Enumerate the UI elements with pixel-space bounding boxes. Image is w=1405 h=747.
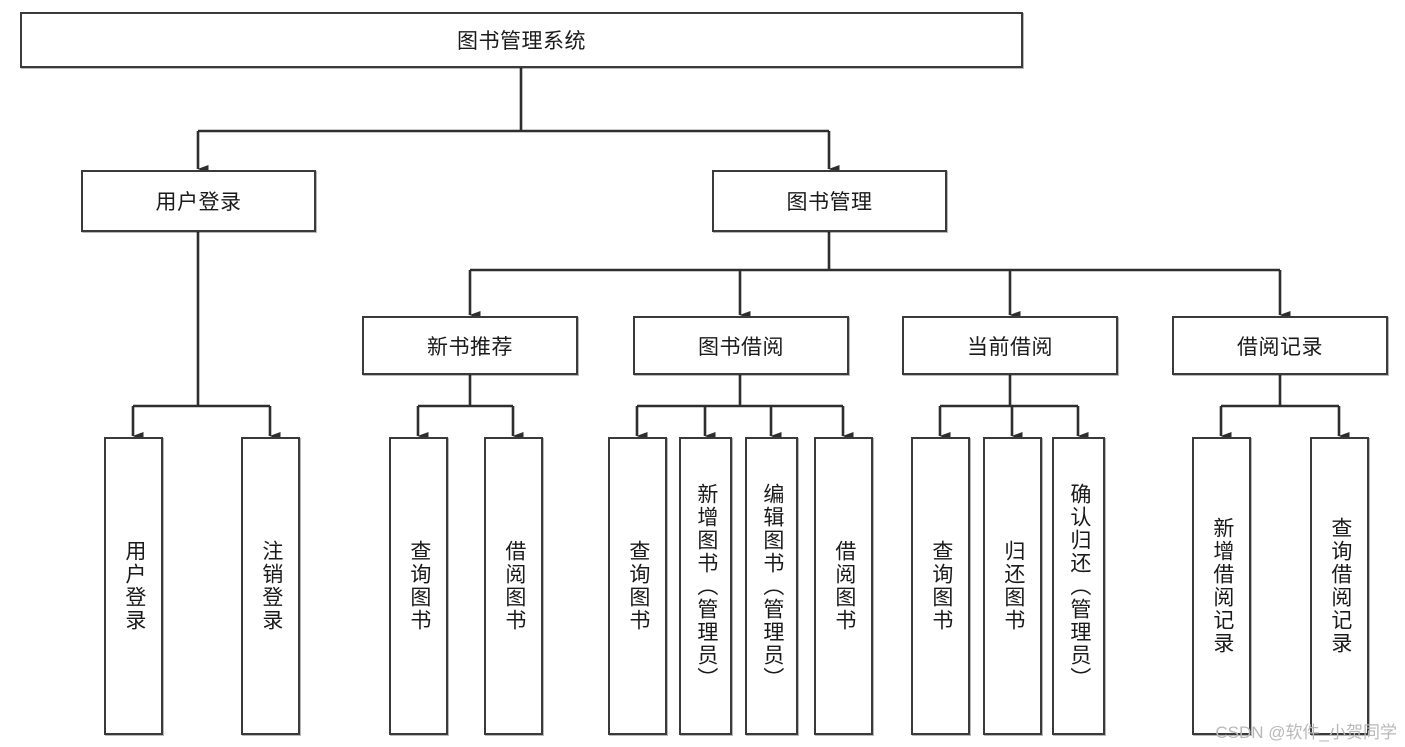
node-leaf-confirm-return-admin[interactable]: 确认归还（管理员） [1052, 437, 1105, 735]
node-leaf-add-book-admin-label: 新增图书（管理员） [694, 482, 718, 690]
node-book-borrow[interactable]: 图书借阅 [633, 316, 849, 375]
watermark-text: CSDN @软件_小贺同学 [1215, 723, 1397, 742]
node-leaf-borrow-book-new[interactable]: 借阅图书 [484, 437, 543, 735]
node-leaf-query-book-borrow[interactable]: 查询图书 [608, 437, 667, 735]
node-leaf-query-borrow-record[interactable]: 查询借阅记录 [1310, 437, 1369, 735]
node-current-borrow-label: 当前借阅 [967, 335, 1053, 359]
node-current-borrow[interactable]: 当前借阅 [902, 316, 1118, 375]
node-leaf-borrow-book[interactable]: 借阅图书 [814, 437, 873, 735]
node-new-book-recommend-label: 新书推荐 [427, 335, 513, 359]
node-leaf-user-login[interactable]: 用户登录 [104, 437, 163, 735]
node-leaf-query-book-new-label: 查询图书 [407, 540, 431, 632]
node-leaf-add-book-admin[interactable]: 新增图书（管理员） [679, 437, 732, 735]
node-user-login-label: 用户登录 [155, 191, 242, 214]
node-leaf-query-book-current[interactable]: 查询图书 [911, 437, 970, 735]
node-borrow-record[interactable]: 借阅记录 [1172, 316, 1388, 375]
node-root-label: 图书管理系统 [457, 30, 586, 53]
node-leaf-add-borrow-record-label: 新增借阅记录 [1210, 517, 1234, 655]
node-leaf-query-borrow-record-label: 查询借阅记录 [1328, 517, 1352, 655]
node-book-borrow-label: 图书借阅 [698, 335, 784, 359]
node-book-manage[interactable]: 图书管理 [712, 170, 947, 232]
node-leaf-user-login-label: 用户登录 [122, 540, 146, 632]
node-leaf-add-borrow-record[interactable]: 新增借阅记录 [1192, 437, 1251, 735]
node-leaf-user-logout-label: 注销登录 [259, 540, 283, 632]
node-new-book-recommend[interactable]: 新书推荐 [362, 316, 578, 375]
node-leaf-edit-book-admin[interactable]: 编辑图书（管理员） [745, 437, 798, 735]
node-leaf-query-book-current-label: 查询图书 [929, 540, 953, 632]
node-leaf-query-book-new[interactable]: 查询图书 [389, 437, 448, 735]
node-book-manage-label: 图书管理 [786, 191, 873, 214]
node-leaf-return-book-label: 归还图书 [1001, 540, 1025, 632]
node-leaf-confirm-return-admin-label: 确认归还（管理员） [1067, 482, 1091, 690]
node-leaf-borrow-book-new-label: 借阅图书 [502, 540, 526, 632]
node-leaf-user-logout[interactable]: 注销登录 [241, 437, 300, 735]
node-user-login[interactable]: 用户登录 [81, 170, 316, 232]
node-leaf-query-book-borrow-label: 查询图书 [626, 540, 650, 632]
node-borrow-record-label: 借阅记录 [1237, 335, 1323, 359]
node-leaf-borrow-book-label: 借阅图书 [832, 540, 856, 632]
node-leaf-edit-book-admin-label: 编辑图书（管理员） [760, 482, 784, 690]
node-leaf-return-book[interactable]: 归还图书 [983, 437, 1042, 735]
node-root-system[interactable]: 图书管理系统 [20, 12, 1023, 68]
